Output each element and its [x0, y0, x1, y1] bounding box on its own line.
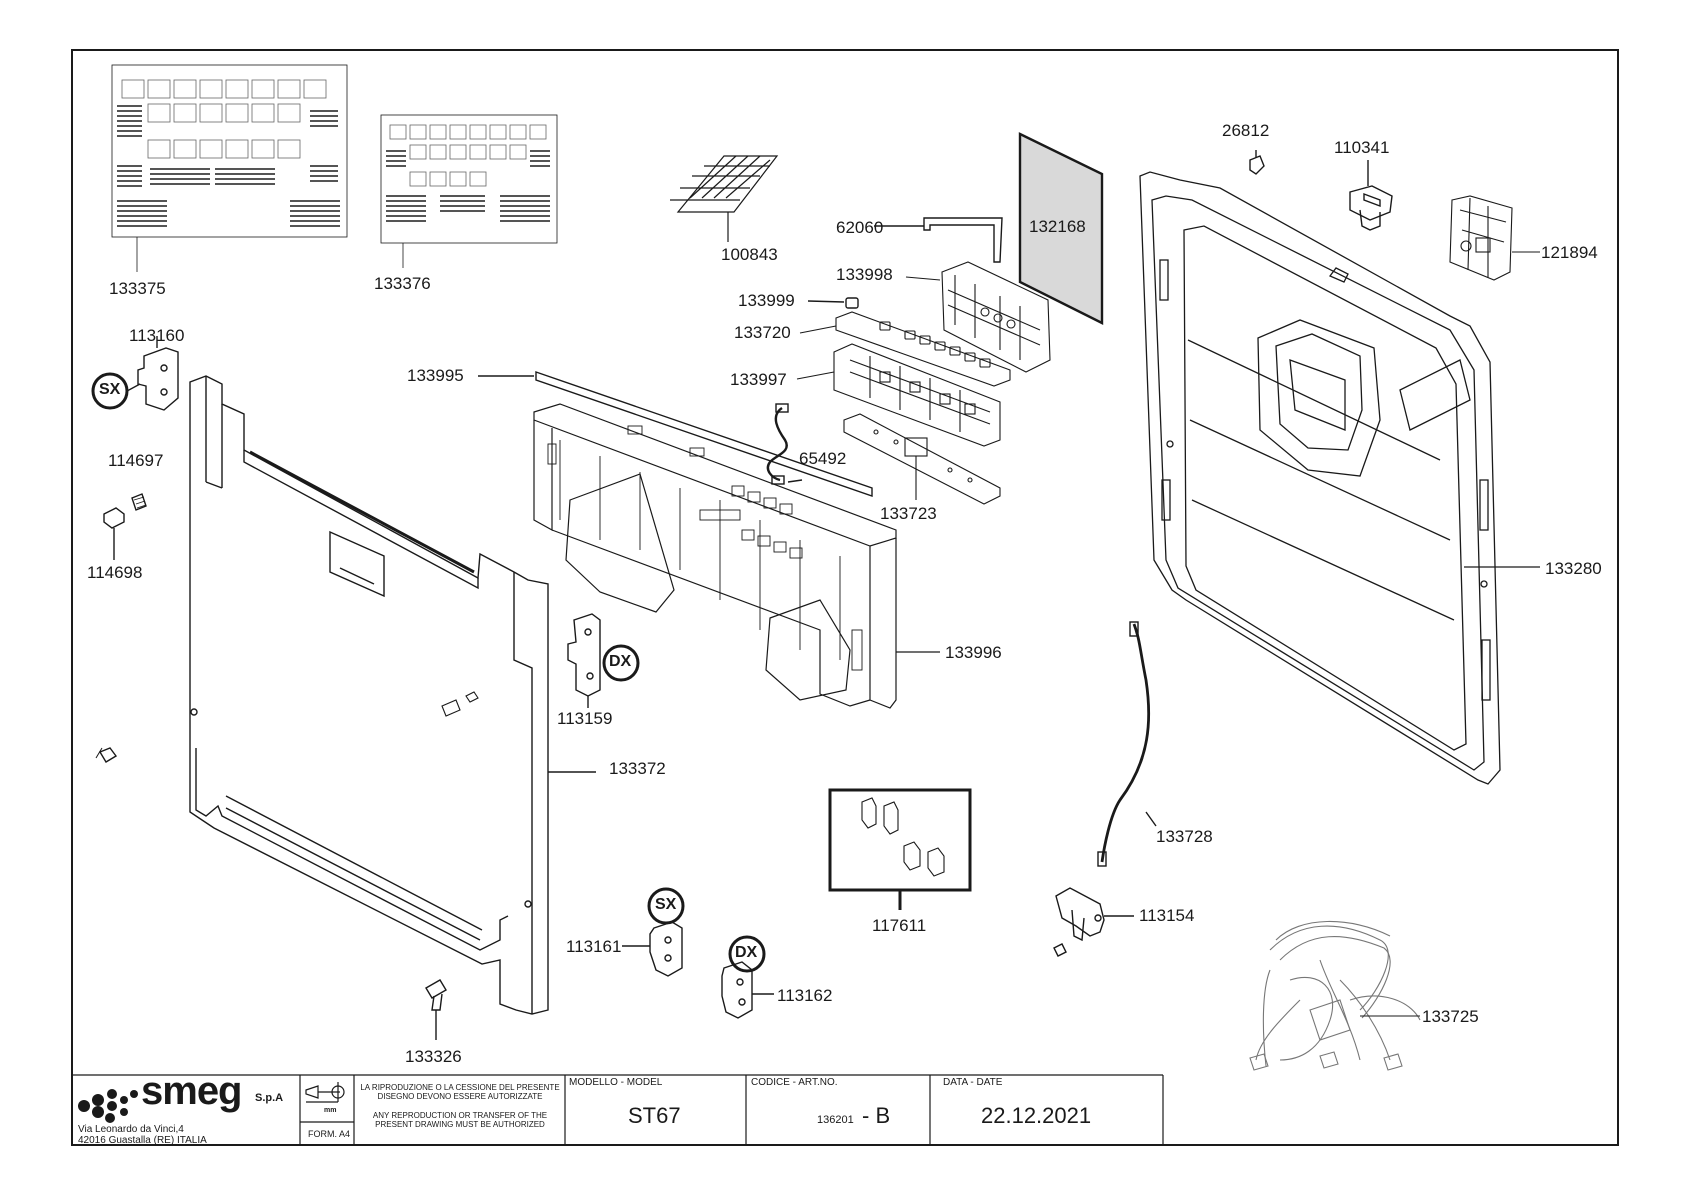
label-100843: 100843 [721, 245, 778, 264]
sx-marker-bottom [647, 887, 685, 925]
label-121894: 121894 [1541, 243, 1598, 262]
support-frame-133997 [796, 343, 1001, 447]
format-label: FORM. A4 [308, 1129, 351, 1139]
code-revision: - B [862, 1103, 891, 1128]
inner-door-133280 [1139, 171, 1540, 785]
label-133280: 133280 [1545, 559, 1602, 578]
handle-62060 [874, 217, 1003, 263]
label-65492: 65492 [799, 449, 847, 468]
date-header: DATA - DATE [943, 1077, 1003, 1088]
label-133728: 133728 [1156, 827, 1213, 846]
dx-marker-bottom-text: DX [735, 944, 758, 961]
brand-suffix: S.p.A [255, 1092, 284, 1104]
label-62060: 62060 [836, 218, 884, 237]
connector-pair-panel [441, 691, 479, 717]
code-header: CODICE - ART.NO. [751, 1077, 838, 1088]
spring-114697 [131, 493, 147, 511]
screw-left [95, 747, 118, 763]
label-110341: 110341 [1334, 138, 1390, 157]
label-132168: 132168 [1029, 217, 1086, 236]
hinge-113160 [137, 336, 179, 411]
seal-133728 [1097, 621, 1157, 867]
label-133996: 133996 [945, 643, 1002, 662]
dx-marker-middle-text: DX [609, 653, 632, 670]
label-133326: 133326 [405, 1047, 462, 1066]
screw-133326 [425, 979, 447, 1040]
instruction-sheet-133376 [380, 114, 558, 268]
label-133998: 133998 [836, 265, 893, 284]
hook-113154 [1053, 887, 1134, 957]
brand-name: smeg [141, 1069, 242, 1113]
label-133997: 133997 [730, 370, 787, 389]
unit-label: mm [324, 1107, 337, 1114]
reproduction-notice-en: ANY REPRODUCTION OR TRANSFER OF THE PRES… [372, 1111, 548, 1130]
drawing-frame [71, 49, 1619, 1146]
keypad-133720 [799, 311, 1011, 387]
label-113159: 113159 [557, 709, 613, 728]
foam-pad-100843 [670, 155, 779, 242]
dx-marker-middle [602, 644, 640, 682]
electronic-board-133998 [905, 261, 1051, 373]
label-panel-132168 [1018, 132, 1104, 325]
sx-marker-top [91, 372, 141, 410]
date-value: 22.12.2021 [981, 1103, 1092, 1128]
button-133999 [807, 297, 859, 309]
label-117611: 117611 [872, 916, 927, 935]
label-133725: 133725 [1422, 1007, 1479, 1026]
smeg-logo [78, 1089, 138, 1123]
label-26812: 26812 [1222, 121, 1270, 140]
lock-110341 [1349, 160, 1393, 231]
outer-door-panel-133372 [189, 375, 596, 1015]
hinge-113162 [721, 961, 774, 1019]
label-133723: 133723 [880, 504, 937, 523]
instruction-sheet-133375 [111, 64, 348, 272]
label-114698: 114698 [87, 563, 143, 582]
strip-133995 [478, 371, 873, 497]
model-header: MODELLO - MODEL [569, 1077, 663, 1088]
dispenser-121894 [1449, 195, 1540, 281]
dx-marker-bottom [728, 935, 766, 973]
sx-marker-top-text: SX [99, 381, 121, 398]
label-133375: 133375 [109, 279, 166, 298]
hinge-113159 [567, 613, 601, 708]
address-line-1: Via Leonardo da Vinci,4 [78, 1124, 184, 1135]
wiring-harness-133725 [1249, 920, 1421, 1071]
label-133999: 133999 [738, 291, 795, 310]
title-block [72, 1074, 1164, 1145]
label-113162: 113162 [777, 986, 833, 1005]
label-133376: 133376 [374, 274, 431, 293]
code-number: 136201 [817, 1114, 854, 1126]
label-133995: 133995 [407, 366, 464, 385]
label-113160: 113160 [129, 326, 185, 345]
cable-65492 [766, 403, 803, 485]
reproduction-notice-it: LA RIPRODUZIONE O LA CESSIONE DEL PRESEN… [360, 1083, 560, 1102]
screw-26812 [1249, 150, 1265, 175]
control-panel-133996 [533, 403, 940, 709]
label-133720: 133720 [734, 323, 791, 342]
pin-114698 [103, 507, 125, 560]
label-113154: 113154 [1139, 906, 1195, 925]
sx-marker-bottom-text: SX [655, 896, 677, 913]
display-board-133723 [843, 413, 1001, 505]
address-line-2: 42016 Guastalla (RE) ITALIA [78, 1135, 207, 1146]
kit-box-117611 [828, 788, 972, 910]
model-value: ST67 [628, 1103, 681, 1128]
label-114697: 114697 [108, 451, 164, 470]
label-133372: 133372 [609, 759, 666, 778]
hinge-113161 [622, 921, 683, 977]
label-113161: 113161 [566, 937, 622, 956]
